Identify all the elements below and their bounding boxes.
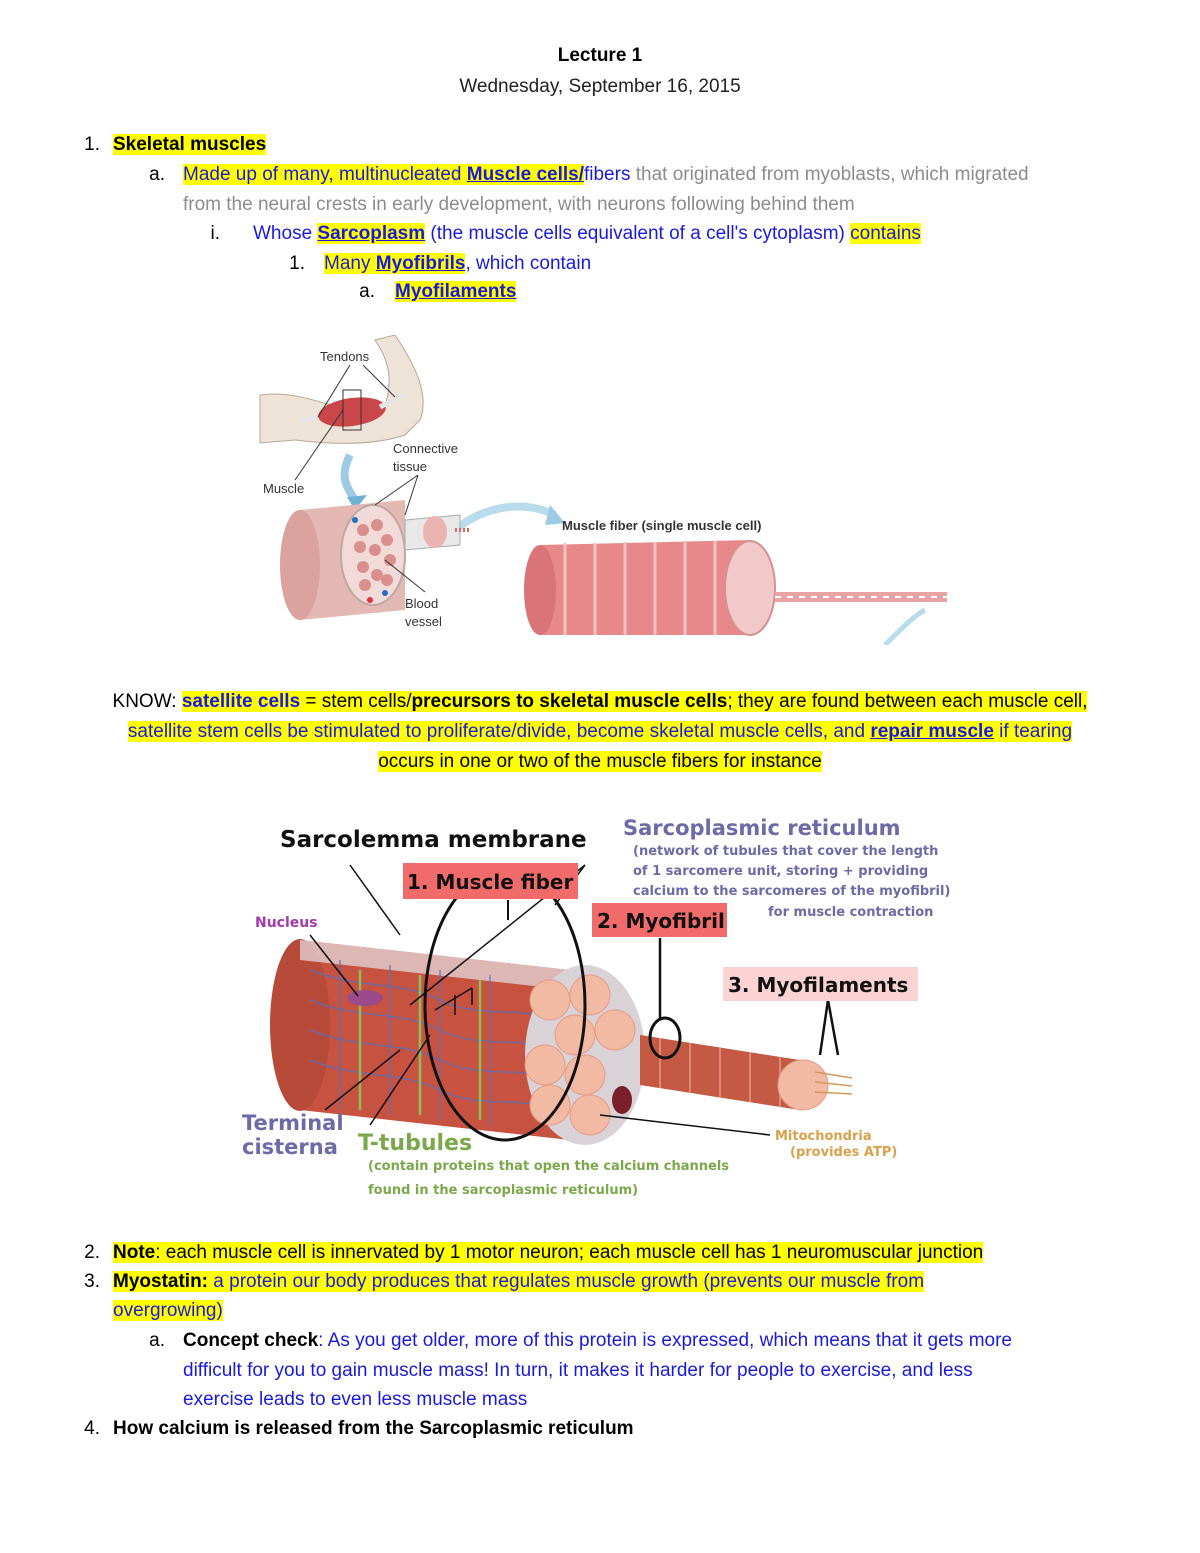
list-item-myostatin: Myostatin: a protein our body produces t… — [113, 1271, 925, 1292]
muscle-fiber-label-box — [403, 863, 578, 899]
list-item-calcium-release: How calcium is released from the Sarcopl… — [113, 1418, 634, 1439]
list-item-continuation: overgrowing) — [113, 1300, 223, 1321]
sr-note-2: of 1 sarcomere unit, storing + providing — [633, 864, 928, 879]
sr-note-1: (network of tubules that cover the lengt… — [633, 844, 938, 859]
know-line-2: satellite stem cells be stimulated to pr… — [127, 721, 1073, 742]
label-muscle-fiber: 1. Muscle fiber — [407, 870, 573, 894]
label-muscle: Muscle — [263, 481, 304, 496]
list-marker: a. — [359, 281, 375, 302]
label-myofilaments: 3. Myofilaments — [728, 973, 908, 997]
t-tubules-note-2: found in the sarcoplasmic reticulum) — [368, 1183, 638, 1198]
label-sarcolemma: Sarcolemma membrane — [280, 827, 587, 853]
know-line-3: occurs in one or two of the muscle fiber… — [378, 751, 822, 772]
label-connective-tissue-2: tissue — [393, 459, 427, 474]
list-item-muscle-cells: Made up of many, multinucleated Muscle c… — [183, 164, 1029, 185]
list-marker: a. — [149, 164, 165, 185]
list-item-continuation: difficult for you to gain muscle mass! I… — [183, 1360, 973, 1381]
label-myofibril: 2. Myofibril — [597, 909, 725, 933]
sr-note-4: for muscle contraction — [768, 905, 933, 920]
list-item-skeletal-muscles: Skeletal muscles — [113, 134, 267, 155]
label-nucleus: Nucleus — [255, 915, 318, 931]
list-item-continuation: exercise leads to even less muscle mass — [183, 1389, 528, 1410]
label-muscle-fiber: Muscle fiber (single muscle cell) — [562, 518, 761, 533]
label-connective-tissue: Connective — [393, 441, 458, 456]
label-blood-vessel: Blood — [405, 596, 438, 611]
myofilaments-label-box — [723, 967, 918, 1001]
list-marker: 3. — [84, 1271, 100, 1292]
list-marker: 2. — [84, 1242, 100, 1263]
muscle-anatomy-figure: Tendons Connective tissue Muscle Muscle … — [259, 335, 947, 645]
list-item-continuation: from the neural crests in early developm… — [183, 194, 855, 215]
list-marker: 1. — [289, 253, 305, 274]
label-terminal-cisterna-2: cisterna — [242, 1135, 338, 1159]
list-marker: 1. — [84, 134, 100, 155]
label-t-tubules: T-tubules — [358, 1131, 472, 1156]
list-item-sarcoplasm: Whose Sarcoplasm (the muscle cells equiv… — [253, 223, 921, 244]
sr-note-3: calcium to the sarcomeres of the myofibr… — [633, 884, 950, 899]
know-line-1: KNOW: satellite cells = stem cells/precu… — [112, 691, 1088, 712]
list-item-note: Note: each muscle cell is innervated by … — [113, 1242, 984, 1263]
nucleus-shape — [347, 990, 383, 1006]
biceps-muscle — [318, 397, 386, 427]
label-mitochondria: Mitochondria — [775, 1129, 872, 1144]
label-blood-vessel-2: vessel — [405, 614, 442, 629]
page-title: Lecture 1 — [557, 45, 643, 66]
muscle-fiber-structure-figure: Sarcolemma membrane Sarcoplasmic reticul… — [242, 816, 950, 1198]
list-item-concept-check: Concept check: As you get older, more of… — [183, 1330, 1012, 1351]
t-tubules-note-1: (contain proteins that open the calcium … — [368, 1159, 729, 1174]
label-sarcoplasmic-reticulum: Sarcoplasmic reticulum — [623, 816, 901, 840]
myofibril-label-box — [592, 903, 727, 937]
list-marker: 4. — [84, 1418, 100, 1439]
label-terminal-cisterna: Terminal — [242, 1111, 344, 1135]
list-item-myofilaments: Myofilaments — [395, 281, 517, 302]
label-tendons: Tendons — [320, 349, 370, 364]
label-mitochondria-2: (provides ATP) — [790, 1145, 897, 1160]
page-date: Wednesday, September 16, 2015 — [459, 76, 741, 97]
list-marker: i. — [210, 223, 221, 244]
list-item-myofibrils: Many Myofibrils, which contain — [324, 253, 592, 274]
list-marker: a. — [149, 1330, 165, 1351]
